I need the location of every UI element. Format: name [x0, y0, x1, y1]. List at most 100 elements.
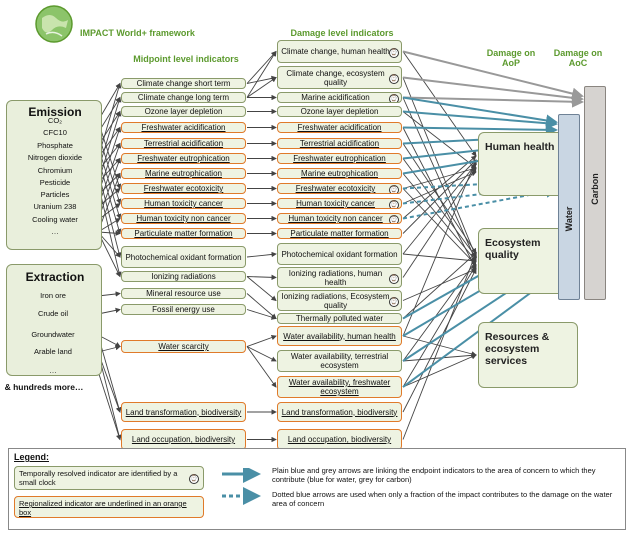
midpoint-damage-arrow — [246, 276, 277, 302]
clock-icon: ⌚ — [389, 273, 399, 284]
midpoint-climate-change-short-term: Climate change short term — [121, 78, 246, 89]
damage-aop-arrow — [402, 252, 477, 319]
midpoint-damage-arrow — [246, 346, 277, 362]
legend-arrow-samples — [222, 468, 261, 505]
damage-label: Ozone layer depletion — [300, 107, 379, 116]
damage-human-toxicity-non-cancer: Human toxicity non cancer ⌚ — [277, 213, 402, 224]
damage-label: Terrestrial acidification — [299, 139, 380, 148]
aoc-water-bar — [558, 114, 580, 300]
midpoint-terrestrial-acidification: Terrestrial acidification — [121, 138, 246, 149]
damage-human-toxicity-cancer: Human toxicity cancer ⌚ — [277, 198, 402, 209]
damage-ionizing-radiations-human-health: Ionizing radiations, human health ⌚ — [277, 267, 402, 288]
emission-item: Cooling water — [32, 215, 78, 224]
emission-item: Phosphate — [37, 141, 73, 150]
emission-title: Emission — [28, 105, 82, 119]
clock-icon: ⌚ — [389, 47, 399, 58]
midpoint-damage-arrow — [246, 309, 277, 320]
aoc-carbon-bar — [584, 86, 606, 300]
damage-ionizing-radiations-ecosystem-quality: Ionizing radiations, Ecosystem quality⌚ — [277, 290, 402, 311]
legend-clock-text: Temporally resolved indicator are identi… — [19, 469, 178, 487]
damage-aop-arrow — [402, 167, 477, 278]
midpoint-photochemical-oxidant-formation: Photochemical oxidant formation — [121, 246, 246, 268]
damage-aop-arrow — [402, 173, 477, 262]
damage-label: Freshwater ecotoxicity — [295, 184, 376, 193]
damage-terrestrial-acidification: Terrestrial acidification — [277, 138, 402, 149]
damage-label: Thermally polluted water — [295, 314, 384, 323]
aop-header: Damage on AoP — [486, 48, 536, 68]
damage-aop-arrow — [402, 335, 477, 357]
damage-water-availability-terrestrial-ecosystem: Water availability, terrestrial ecosyste… — [277, 350, 402, 372]
carbon-arrow — [402, 76, 584, 104]
damage-aop-arrow — [402, 159, 477, 337]
extraction-title: Extraction — [25, 270, 85, 284]
damage-aop-arrow — [402, 188, 477, 266]
damage-freshwater-ecotoxicity: Freshwater ecotoxicity⌚ — [277, 183, 402, 194]
carbon-arrow — [402, 95, 584, 108]
emission-item: CFC10 — [43, 128, 67, 137]
damage-label: Marine acidification — [301, 93, 370, 102]
water-arrow — [402, 110, 558, 130]
emission-item: Particles — [40, 190, 70, 199]
clock-icon: ⌚ — [389, 73, 399, 84]
midpoint-freshwater-eutrophication: Freshwater eutrophication — [121, 153, 246, 164]
damage-aop-arrow — [402, 163, 477, 255]
legend-regional-item: Regionalized indicator are underlined in… — [14, 496, 204, 518]
damage-label: Human toxicity non cancer — [288, 214, 383, 223]
damage-photochemical-oxidant-formation: Photochemical oxidant formation — [277, 243, 402, 265]
midpoint-mineral-resource-use: Mineral resource use — [121, 288, 246, 299]
emission-item: CO₂ — [47, 116, 63, 125]
legend-dashed-text: Dotted blue arrows are used when only a … — [272, 490, 613, 508]
damage-label: Ionizing radiations, Ecosystem quality — [281, 291, 390, 310]
aop-resources-label: Resources & ecosystem services — [485, 331, 550, 367]
damage-aop-arrow — [402, 354, 477, 388]
legend-title: Legend: — [14, 452, 49, 462]
extraction-more: & hundreds more… — [4, 382, 84, 392]
midpoint-fossil-energy-use: Fossil energy use — [121, 304, 246, 315]
damage-label: Land occupation, biodiversity — [287, 435, 392, 444]
damage-aop-arrow — [402, 268, 477, 413]
damage-label: Ionizing radiations, human health — [288, 268, 383, 287]
midpoint-damage-arrow — [246, 274, 277, 281]
damage-label: Climate change, human health — [281, 47, 390, 56]
damage-water-availability-freshwater-ecosystem: Water availability, freshwater ecosystem — [277, 376, 402, 398]
midpoint-freshwater-acidification: Freshwater acidification — [121, 122, 246, 133]
midpoint-climate-change-long-term: Climate change long term — [121, 92, 246, 103]
midpoint-damage-arrow — [246, 293, 277, 320]
midpoint-land-occupation-biodiversity: Land occupation, biodiversity — [121, 429, 246, 450]
globe-logo-icon — [35, 5, 73, 43]
midpoint-ionizing-radiations: Ionizing radiations — [121, 271, 246, 282]
legend-clock-item: Temporally resolved indicator are identi… — [14, 466, 204, 490]
midpoint-human-toxicity-non-cancer: Human toxicity non cancer — [121, 213, 246, 224]
midpoint-damage-arrow — [246, 346, 277, 388]
damage-label: Human toxicity cancer — [296, 199, 375, 208]
damage-ozone-layer-depletion: Ozone layer depletion — [277, 106, 402, 117]
damage-land-occupation-biodiversity: Land occupation, biodiversity — [277, 429, 402, 450]
carbon-arrow — [402, 50, 584, 100]
damage-label: Water availability, freshwater ecosystem — [288, 378, 391, 396]
damage-aop-arrow — [402, 97, 477, 262]
extraction-box — [6, 264, 102, 376]
clock-icon: ⌚ — [389, 214, 399, 223]
damage-freshwater-eutrophication: Freshwater eutrophication — [277, 153, 402, 164]
midpoint-header: Midpoint level indicators — [133, 54, 239, 64]
midpoint-ozone-layer-depletion: Ozone layer depletion — [121, 106, 246, 117]
extraction-item: … — [49, 366, 57, 375]
aoc-water-label: Water — [564, 206, 574, 232]
damage-label: Marine eutrophication — [301, 169, 378, 178]
damage-aop-arrow — [402, 260, 477, 362]
midpoint-water-scarcity: Water scarcity — [121, 340, 246, 353]
damage-marine-acidification: Marine acidification ⌚ — [277, 92, 402, 103]
damage-aop-arrow — [402, 253, 477, 264]
framework-title: IMPACT World+ framework — [80, 28, 195, 38]
clock-icon: ⌚ — [389, 199, 399, 208]
midpoint-damage-arrow — [246, 251, 277, 258]
aop-resources: Resources & ecosystem services — [478, 322, 578, 388]
water-arrow — [402, 96, 558, 127]
damage-aop-arrow — [402, 268, 477, 301]
extraction-item: Groundwater — [31, 330, 75, 339]
clock-icon: ⌚ — [389, 93, 399, 102]
damage-aop-arrow — [402, 111, 477, 169]
aoc-carbon-label: Carbon — [590, 173, 600, 205]
emission-item: Chromium — [37, 166, 73, 175]
extraction-item: Arable land — [34, 347, 72, 356]
